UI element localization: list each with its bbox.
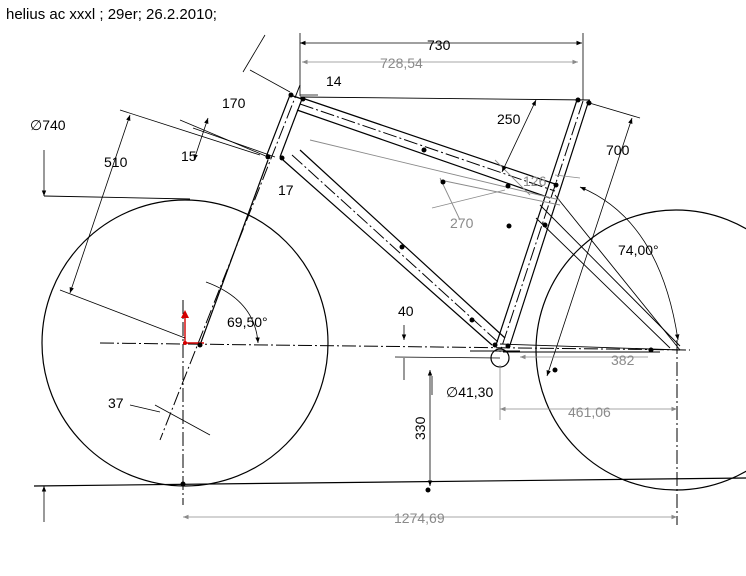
dim-730-label: 730 (427, 37, 451, 53)
ground-line (33, 477, 746, 487)
construction-line-d (494, 159, 531, 196)
drawing-title: helius ac xxxl ; 29er; 26.2.2010; (6, 6, 217, 23)
wheel-top-line (43, 195, 191, 200)
dim-382-label: 382 (611, 352, 635, 368)
dim-14-label: 14 (326, 73, 342, 89)
down-tube-upper (299, 149, 506, 339)
dim-37-label: 37 (108, 395, 124, 411)
dim-170-line (193, 117, 209, 161)
steering-axis (159, 84, 301, 441)
dim-700-label: 700 (606, 142, 630, 158)
dim-6950-arc (205, 281, 260, 344)
dim-330-label: 330 (412, 416, 428, 440)
seat-tube-front (495, 99, 578, 346)
dim-4130-label: ∅41,30 (446, 384, 493, 400)
dim-270-line (431, 189, 506, 209)
seat-tube-center (499, 100, 584, 353)
construction-line-a (309, 139, 561, 201)
axle-centerline (99, 342, 691, 351)
dim-250-label: 250 (497, 111, 521, 127)
dim-250-line (501, 99, 537, 173)
dim-74-label: 74,00° (618, 242, 659, 258)
dim-37-line (129, 404, 161, 413)
seat-tube-rear (509, 102, 589, 346)
top-tube-center (299, 103, 556, 192)
down-tube-lower (282, 159, 493, 346)
dim-126-label: 126 (523, 173, 547, 189)
dim-126-line (554, 174, 581, 179)
dim-46106-label: 461,06 (568, 404, 611, 420)
top-tube-bottom (296, 109, 551, 199)
dim-6950-label: 69,50° (227, 314, 268, 330)
dim-740-label: ∅740 (30, 117, 66, 133)
dim-270-label: 270 (450, 215, 474, 231)
dim-170-label: 170 (222, 95, 246, 111)
origin-marker (181, 310, 204, 345)
dim-127469-label: 1274,69 (394, 510, 445, 526)
dim-728-label: 728,54 (380, 55, 423, 71)
fork-line (199, 159, 269, 346)
seatstay-2 (535, 217, 671, 349)
dim-510-label: 510 (104, 154, 128, 170)
construction-line-b (439, 179, 561, 206)
seat-height-line (299, 96, 591, 101)
dim-15-label: 15 (181, 148, 197, 164)
front-wheel (41, 199, 329, 487)
head-tube-front (265, 94, 291, 158)
dim-15-line (179, 119, 269, 158)
dim-17-label: 17 (278, 182, 294, 198)
construction-line-c (439, 177, 461, 221)
dim-74-arc (579, 186, 680, 341)
dim-510-line (69, 114, 131, 294)
head-tube-rear (279, 98, 303, 158)
dim-40-label: 40 (398, 303, 414, 319)
dim-top-leader (242, 34, 266, 73)
down-tube-center (291, 154, 499, 343)
